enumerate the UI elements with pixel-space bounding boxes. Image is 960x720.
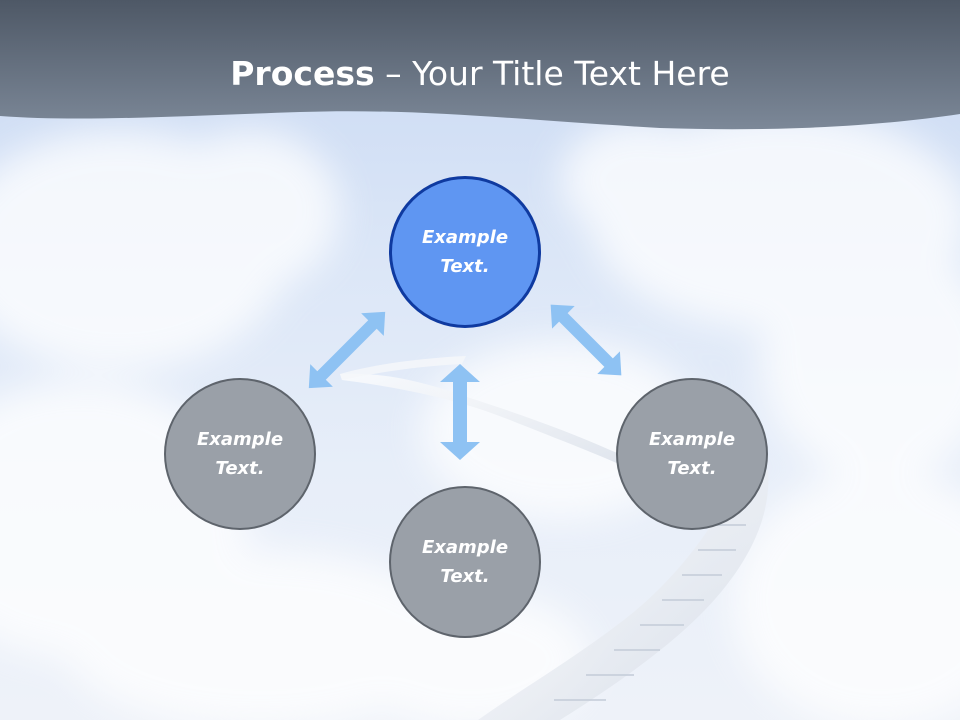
double-arrow-icon-vertical	[440, 364, 480, 460]
slide-title: Process – Your Title Text Here	[0, 52, 960, 96]
node-left-line1: Example	[196, 429, 284, 450]
connector-arrows	[308, 304, 622, 460]
double-arrow-icon-top-right	[550, 304, 622, 376]
double-arrow-icon-top-left	[308, 311, 386, 389]
node-left-line2: Text.	[215, 458, 265, 479]
node-bottom-line1: Example	[421, 537, 509, 558]
process-node-right[interactable]: Example Text.	[616, 378, 768, 530]
node-top-line2: Text.	[440, 256, 490, 277]
node-top-line1: Example	[421, 227, 509, 248]
node-right-line2: Text.	[667, 458, 717, 479]
process-node-bottom[interactable]: Example Text.	[389, 486, 541, 638]
header-band	[0, 0, 960, 130]
title-bold: Process	[230, 54, 375, 93]
node-bottom-line2: Text.	[440, 566, 490, 587]
clouds-decoration	[0, 110, 960, 720]
process-node-left[interactable]: Example Text.	[164, 378, 316, 530]
process-node-top[interactable]: Example Text.	[389, 176, 541, 328]
title-rest: – Your Title Text Here	[374, 54, 730, 93]
node-right-line1: Example	[648, 429, 736, 450]
